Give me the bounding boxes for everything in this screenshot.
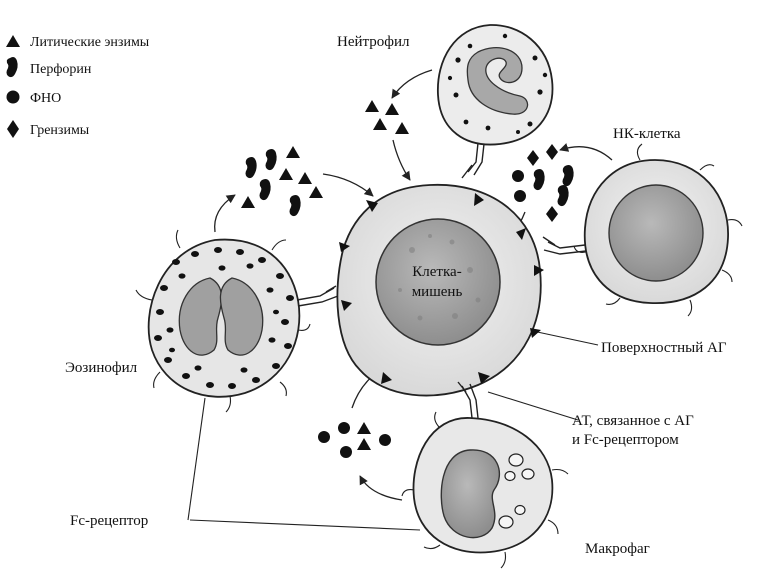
target-cell-nucleus [375, 218, 501, 346]
macrophage-vacuoles [498, 453, 535, 529]
surface-antigen [339, 242, 350, 252]
arrow-triangles-to-target [392, 139, 411, 181]
at-bound-label-line1: АТ, связанное с АГ [572, 413, 694, 429]
nk-cell-label: НК-клетка [613, 126, 681, 142]
perforin-icon [6, 57, 18, 78]
arrow-nk-to-granules [559, 143, 613, 161]
neutrophil [437, 24, 554, 179]
target-cell-label-line2: мишень [412, 284, 463, 300]
perforin-marker [245, 157, 257, 179]
surface-antigen [534, 265, 544, 276]
macrophage [401, 381, 569, 569]
surface-antigen [341, 300, 352, 311]
circle-icon [6, 90, 20, 104]
nk-cell-antibody [542, 236, 587, 255]
lytic-enzyme-marker [385, 103, 399, 115]
lytic-enzyme-marker [298, 172, 312, 184]
lytic-enzyme-marker [279, 168, 293, 180]
tnf-marker [338, 422, 350, 434]
neutrophil-granules [447, 33, 548, 134]
granzyme-marker [546, 206, 558, 222]
granules-eosinophil-release [241, 146, 323, 217]
surface-ag-leader [527, 329, 599, 346]
tnf-marker [379, 434, 391, 446]
target-cell: Клетка- мишень [336, 184, 544, 397]
legend-item-lytic-enzymes: Литические энзимы [6, 35, 150, 50]
perforin-marker [259, 179, 271, 201]
legend-label: Литические энзимы [30, 35, 150, 50]
fc-receptor-label: Fc-рецептор [70, 513, 148, 529]
lytic-enzyme-marker [395, 122, 409, 134]
arrow-granules-to-target-left [322, 173, 374, 197]
diamond-icon [7, 120, 19, 138]
fc-receptor-leader-eosinophil [187, 397, 206, 521]
lytic-enzyme-marker [286, 146, 300, 158]
perforin-marker [289, 195, 301, 217]
granules-macrophage-release [318, 422, 391, 458]
macrophage-antibody [457, 381, 479, 419]
macrophage-label: Макрофаг [585, 541, 650, 557]
nk-cell [542, 143, 743, 317]
at-bound-label-line2: и Fc-рецептором [572, 432, 679, 448]
granzyme-marker [527, 150, 539, 166]
legend-item-perforin: Перфорин [6, 57, 92, 78]
perforin-marker [557, 185, 569, 207]
surface-antigen [381, 372, 392, 384]
neutrophil-nucleus [466, 47, 529, 115]
lytic-enzyme-marker [357, 438, 371, 450]
tnf-marker [318, 431, 330, 443]
surface-antigen [366, 200, 378, 212]
surface-antigen [530, 328, 541, 338]
legend-label: Грензимы [30, 123, 90, 138]
perforin-marker [562, 165, 574, 187]
surface-antigen [474, 193, 484, 206]
nk-cell-nucleus [608, 184, 704, 282]
granzyme-marker [546, 144, 558, 160]
lytic-enzyme-marker [309, 186, 323, 198]
granules-nk-release [512, 144, 574, 222]
perforin-marker [265, 149, 277, 171]
macrophage-nucleus [440, 449, 501, 539]
legend: Литические энзимы Перфорин ФНО Грензимы [6, 35, 150, 138]
legend-item-tnf: ФНО [6, 90, 61, 106]
target-cell-chromatin [398, 234, 481, 321]
eosinophil-hairs [135, 229, 311, 413]
arrows [214, 69, 613, 501]
at-bound-leader [487, 391, 579, 421]
lytic-enzyme-marker [241, 196, 255, 208]
granules-neutrophil-release [365, 100, 409, 134]
fc-receptor-leader-macrophage [189, 519, 421, 531]
lytic-enzyme-marker [373, 118, 387, 130]
eosinophil-nucleus-right [219, 277, 264, 356]
leader-lines [187, 329, 599, 531]
arrow-neutrophil-to-triangles [391, 69, 433, 99]
surface-antigen [516, 228, 526, 240]
surface-ag-label: Поверхностный АГ [601, 340, 727, 356]
arrow-eosinophil-to-granules [214, 194, 236, 233]
eosinophil-antibody [296, 285, 339, 307]
eosinophil-label: Эозинофил [65, 360, 138, 376]
tnf-marker [340, 446, 352, 458]
nk-cell-hairs [573, 143, 743, 317]
lytic-enzyme-marker [365, 100, 379, 112]
tnf-marker [512, 170, 524, 182]
arrow-macrophage-to-granules [359, 475, 403, 501]
eosinophil-granules [154, 247, 294, 389]
surface-antigens [339, 193, 544, 384]
neutrophil-antibody [461, 142, 485, 179]
triangle-icon [6, 35, 20, 47]
neutrophil-label: Нейтрофил [337, 34, 410, 50]
legend-label: Перфорин [30, 62, 92, 77]
surface-antigen [478, 372, 490, 384]
legend-item-granzymes: Грензимы [7, 120, 90, 138]
eosinophil [135, 229, 339, 413]
legend-label: ФНО [30, 91, 61, 106]
lytic-enzyme-marker [357, 422, 371, 434]
macrophage-hairs [401, 411, 569, 569]
perforin-marker [533, 169, 545, 191]
tnf-marker [514, 190, 526, 202]
target-cell-label-line1: Клетка- [412, 264, 461, 280]
